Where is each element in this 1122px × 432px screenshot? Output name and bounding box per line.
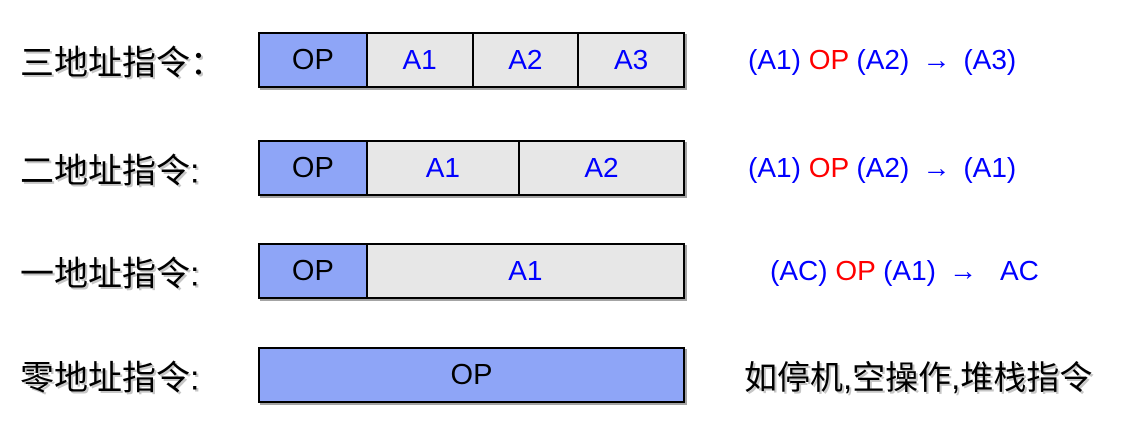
row-label: 二地址指令:: [20, 152, 200, 191]
result-operand: AC: [999, 255, 1039, 286]
row-label: 三地址指令：: [20, 44, 224, 83]
address-field-a2: A2: [471, 34, 578, 86]
address-field-a1: A1: [365, 245, 683, 297]
row-label: 零地址指令:: [20, 359, 200, 398]
operator: OP: [808, 44, 849, 75]
operand-right: (A2): [856, 44, 910, 75]
zero-address-note: 如停机,空操作,堆栈指令: [744, 359, 1093, 396]
row-three-address: 三地址指令： OP A1 A2 A3 (A1) OP (A2) → (A3): [0, 32, 1122, 88]
address-field-a3: A3: [577, 34, 683, 86]
semantics-formula: (A1) OP (A2) → (A3): [748, 44, 1016, 76]
opcode-field: OP: [260, 142, 366, 194]
row-one-address: 一地址指令: OP A1 (AC) OP (A1) → AC: [0, 243, 1122, 299]
row-label: 一地址指令:: [20, 255, 200, 294]
operand-left: (A1): [748, 152, 801, 183]
arrow-icon: →: [922, 152, 951, 183]
instruction-word: OP A1 A2 A3: [258, 32, 685, 88]
result-operand: (A3): [963, 44, 1017, 75]
operand-left: (AC): [770, 255, 828, 286]
operand-right: (A1): [883, 255, 936, 286]
opcode-field: OP: [260, 245, 366, 297]
opcode-field: OP: [260, 34, 366, 86]
operator: OP: [835, 255, 876, 286]
address-field-a1: A1: [365, 34, 472, 86]
arrow-icon: →: [922, 44, 951, 75]
result-operand: (A1): [963, 152, 1017, 183]
address-field-a1: A1: [365, 142, 519, 194]
address-field-a2: A2: [518, 142, 683, 194]
semantics-formula: (AC) OP (A1) → AC: [770, 255, 1039, 287]
row-two-address: 二地址指令: OP A1 A2 (A1) OP (A2) → (A1): [0, 140, 1122, 196]
instruction-word: OP: [258, 347, 685, 403]
semantics-formula: (A1) OP (A2) → (A1): [748, 152, 1016, 184]
operand-right: (A2): [856, 152, 910, 183]
instruction-word: OP A1: [258, 243, 685, 299]
row-zero-address: 零地址指令: OP 如停机,空操作,堆栈指令: [0, 347, 1122, 403]
arrow-icon: →: [948, 255, 977, 286]
opcode-field: OP: [260, 349, 683, 401]
instruction-word: OP A1 A2: [258, 140, 685, 196]
operator: OP: [808, 152, 849, 183]
operand-left: (A1): [748, 44, 801, 75]
